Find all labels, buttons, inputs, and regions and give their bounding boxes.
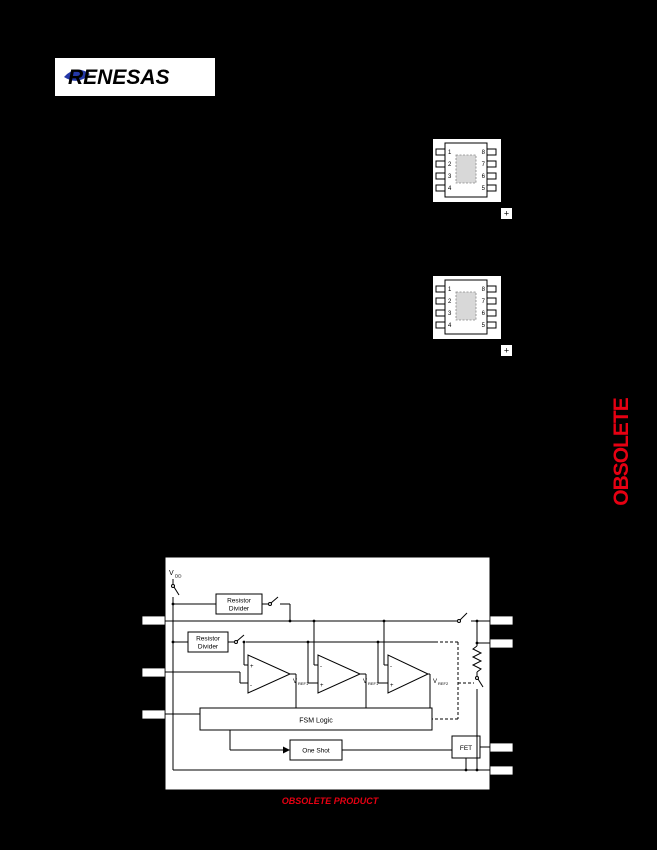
vref1-label-sub: REF1	[298, 681, 309, 686]
thermal-pad-icon: +	[500, 207, 513, 220]
pin-number: 2	[448, 299, 452, 305]
resistor-divider-2: Resistor Divider	[187, 631, 229, 653]
resistor-divider-1-wiring	[173, 596, 291, 621]
pin-number: 6	[482, 174, 486, 180]
comparator-2	[307, 621, 367, 708]
logo-wordmark: RENESAS	[68, 66, 170, 89]
vref2-label-sub: REF2	[438, 681, 449, 686]
pin-number: 4	[448, 186, 452, 192]
diagram-left-pin-stubs	[141, 615, 166, 720]
output-switch-chain	[471, 621, 490, 770]
comparator-3	[377, 621, 431, 708]
resistor-divider-label: Resistor	[196, 636, 221, 643]
obsolete-stamp-text: OBSOLETE	[610, 398, 634, 506]
pin-numbers: 1 2 3 4 8 7 6 5	[448, 287, 486, 329]
resistor-divider-label: Divider	[229, 606, 250, 613]
package-pins	[435, 285, 497, 329]
fet-wiring	[173, 746, 490, 771]
pin-number: 7	[482, 299, 486, 305]
one-shot-block: One Shot	[289, 739, 343, 761]
pin-number: 6	[482, 311, 486, 317]
obsolete-note: OBSOLETE PRODUCT	[281, 796, 379, 806]
vdd-label-sub: DD	[175, 574, 182, 579]
vdd-rail	[171, 579, 180, 770]
pin-numbers: 1 2 3 4 8 7 6 5	[448, 150, 486, 192]
comparator-3-top-sign: -	[390, 664, 392, 670]
pin-number: 8	[482, 150, 486, 156]
package-diagram-1: 1 2 3 4 8 7 6 5	[433, 139, 501, 202]
vref1-label: V	[363, 679, 367, 685]
fsm-logic-label: FSM Logic	[299, 718, 333, 725]
fet-block: FET	[451, 735, 481, 759]
pin-number: 5	[482, 323, 486, 329]
dashed-control-lines	[432, 641, 474, 720]
pin-number: 4	[448, 323, 452, 329]
obsolete-stamp-vertical: OBSOLETE	[591, 398, 653, 506]
resistor-divider-label: Resistor	[227, 598, 252, 605]
comparator-2-top-sign: -	[320, 664, 322, 670]
comparator-2-bottom-sign: +	[320, 683, 324, 689]
resistor-divider-1: Resistor Divider	[215, 593, 263, 615]
sense-row-wiring	[165, 612, 490, 623]
pin-number: 3	[448, 174, 452, 180]
pin-number: 8	[482, 287, 486, 293]
comparator-3-bottom-sign: +	[390, 683, 394, 689]
logo-box: RENESAS	[55, 58, 215, 96]
logo-lens-shape	[64, 69, 90, 81]
comparator-1	[165, 642, 297, 708]
fet-label: FET	[460, 745, 472, 752]
vdd-label: V	[169, 570, 174, 577]
thermal-pad-icon: +	[500, 344, 513, 357]
exposed-pad	[455, 291, 477, 321]
junction-dots	[171, 602, 479, 772]
fsm-logic-block: FSM Logic	[199, 707, 433, 731]
vref1-label-sub: REF1	[368, 681, 379, 686]
pin-number: 1	[448, 150, 452, 156]
thermal-pad-plus: +	[504, 346, 509, 356]
resistor-divider-2-wiring	[173, 634, 435, 644]
exposed-pad	[455, 154, 477, 184]
one-shot-wiring	[229, 730, 452, 754]
pin-number: 3	[448, 311, 452, 317]
package-diagram-2: 1 2 3 4 8 7 6 5	[433, 276, 501, 339]
thermal-pad-plus: +	[504, 209, 509, 219]
pin-number: 5	[482, 186, 486, 192]
comparator-1-top-sign: +	[250, 664, 254, 670]
comparator-1-bottom-sign: -	[250, 683, 252, 689]
resistor-divider-label: Divider	[198, 644, 219, 651]
vref2-label: V	[433, 679, 437, 685]
block-diagram: V DD Resistor Divider Resistor Divider	[141, 556, 514, 791]
pin-number: 1	[448, 287, 452, 293]
diagram-right-pin-stubs	[489, 615, 514, 776]
renesas-logo-icon: RENESAS	[64, 66, 170, 89]
one-shot-label: One Shot	[302, 748, 330, 755]
pin-number: 7	[482, 162, 486, 168]
pin-number: 2	[448, 162, 452, 168]
vref1-label: V	[293, 679, 297, 685]
